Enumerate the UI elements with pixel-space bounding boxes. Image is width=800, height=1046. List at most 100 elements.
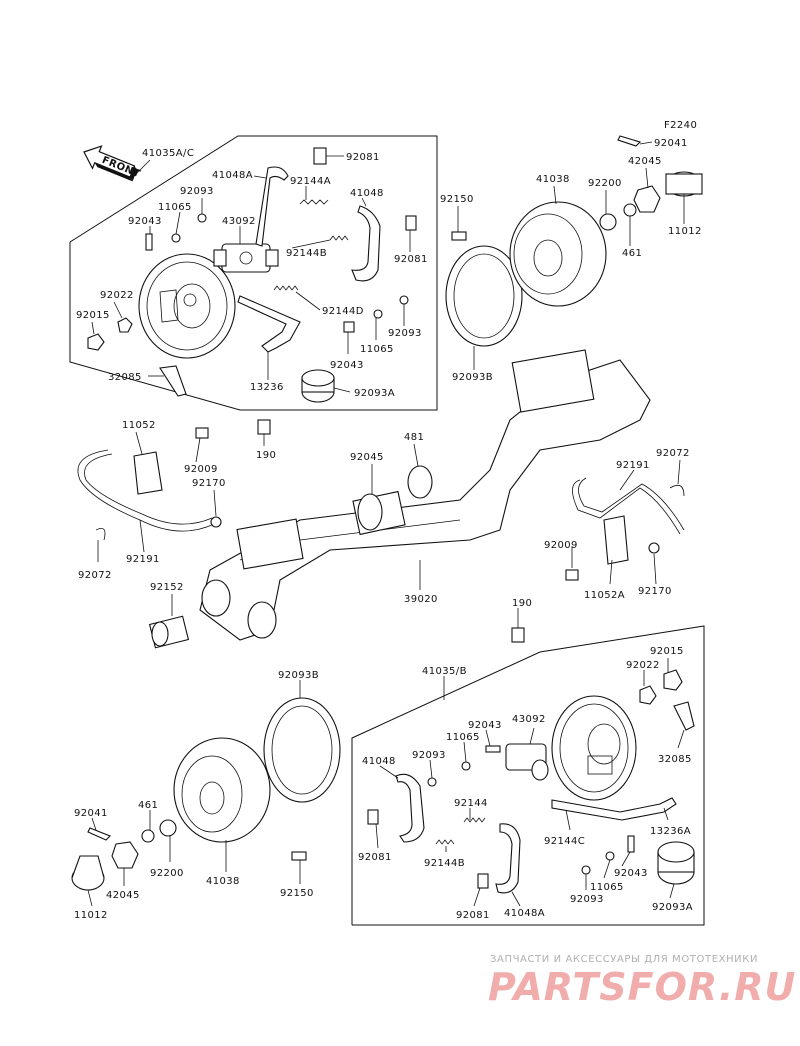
top-brake-assembly-frame [69,135,438,411]
cap-92093a-bot [657,841,695,885]
label-92093-top2: 92093 [388,328,422,339]
nut-42045-bot [111,841,139,869]
cotter-pin-92041-bot [87,827,111,841]
brake-band-bottom [263,697,341,803]
bolt-92009-right [565,569,579,581]
label-190-left: 190 [256,450,276,461]
label-11052: 11052 [122,420,156,431]
label-92144: 92144 [454,798,488,809]
lever-13236a [551,797,677,821]
front-arrow-icon: FRONT [83,145,142,182]
label-41038-top: 41038 [536,174,570,185]
label-11012-top: 11012 [668,226,702,237]
label-11065-bot: 11065 [446,732,480,743]
label-41048-top: 41048 [350,188,384,199]
washer-11065-top [171,233,181,243]
brake-band-top [445,245,523,347]
bolt-190-right [511,627,525,643]
label-92170-left: 92170 [192,478,226,489]
clip-bottom-2 [477,873,489,889]
clamp-92170-left [210,516,222,528]
brake-shoe-top-a [255,166,289,247]
label-41048a-bot: 41048A [504,908,545,919]
label-92045-mid: 92045 [350,452,384,463]
nut-92022-top [117,317,133,333]
label-41048-bot: 41048 [362,756,396,767]
bearing-92045 [352,490,406,536]
clamp-92170-right [648,542,660,554]
label-92009-right: 92009 [544,540,578,551]
label-190-right: 190 [512,598,532,609]
leader-lines [87,141,685,907]
label-13236a: 13236A [650,826,691,837]
label-92081-bot2: 92081 [456,910,490,921]
bolt-190-left [257,419,271,435]
label-461-top: 461 [622,248,642,259]
nut-42045-top [633,185,661,213]
seal-92152 [148,615,190,649]
label-92041-top: 92041 [654,138,688,149]
label-92093b-bot: 92093B [278,670,319,681]
label-43092-bot: 43092 [512,714,546,725]
label-92093-top: 92093 [180,186,214,197]
nut-92015-top [87,333,105,351]
label-92144b-top: 92144B [286,248,327,259]
cotter-pin-92041-top [617,135,642,147]
clip-32085-bot [673,701,695,731]
clip-32085-top [159,365,187,397]
label-92093-bot2: 92093 [570,894,604,905]
label-92081-top2: 92081 [394,254,428,265]
label-92072-left: 92072 [78,570,112,581]
brake-drum-bottom [173,737,271,843]
washer-92200-top [599,213,617,231]
label-41038-bot: 41038 [206,876,240,887]
label-92072-right: 92072 [656,448,690,459]
label-41035b: 41035/B [422,666,467,677]
pin-92043-bot [485,745,501,753]
clip-top-1 [313,147,327,165]
cap-11012-top [665,171,703,197]
spring-92144b-bot [435,839,455,845]
clip-92072-right [669,484,685,497]
label-41048a-top: 41048A [212,170,253,181]
figure-code: F2240 [664,120,697,131]
label-92081-top1: 92081 [346,152,380,163]
label-11065-top: 11065 [158,202,192,213]
hose-92191-left-b [84,453,213,525]
label-92150-top: 92150 [440,194,474,205]
watermark-caption: ЗАПЧАСТИ И АКСЕССУАРЫ ДЛЯ МОТОТЕХНИКИ [490,954,758,965]
label-11052a: 11052A [584,590,625,601]
bottom-brake-assembly-frame [351,625,705,926]
nut-92093-bot2 [581,865,591,875]
clip-92072-left [95,527,106,541]
label-43092-top: 43092 [222,216,256,227]
label-92144a: 92144A [290,176,331,187]
label-92081-bot1: 92081 [358,852,392,863]
label-42045-top: 42045 [628,156,662,167]
label-32085-bot: 32085 [658,754,692,765]
ring-461-bot [141,829,155,843]
label-92093a-top: 92093A [354,388,395,399]
part-labels: 41035A/C 41048A 92081 92093 92144A 41048… [74,138,702,921]
label-92152: 92152 [150,582,184,593]
label-11012-bot: 11012 [74,910,108,921]
pin-92043-top2 [343,321,355,333]
hose-92191-right-b [578,477,685,531]
brake-shoe-bottom-a [495,823,521,894]
lever-13236 [237,295,301,353]
label-92191-left: 92191 [126,554,160,565]
wheel-cylinder-top [213,243,279,273]
label-11065-top2: 11065 [360,344,394,355]
spring-92144a [299,199,329,205]
label-39020: 39020 [404,594,438,605]
brake-shoe-bottom [395,773,425,843]
label-481: 481 [404,432,424,443]
label-92093-bot: 92093 [412,750,446,761]
spring-92144b [329,235,349,241]
washer-11065-top2 [373,309,383,319]
label-92200-top: 92200 [588,178,622,189]
brake-drum-top [509,201,607,307]
spring-92144 [463,817,486,823]
